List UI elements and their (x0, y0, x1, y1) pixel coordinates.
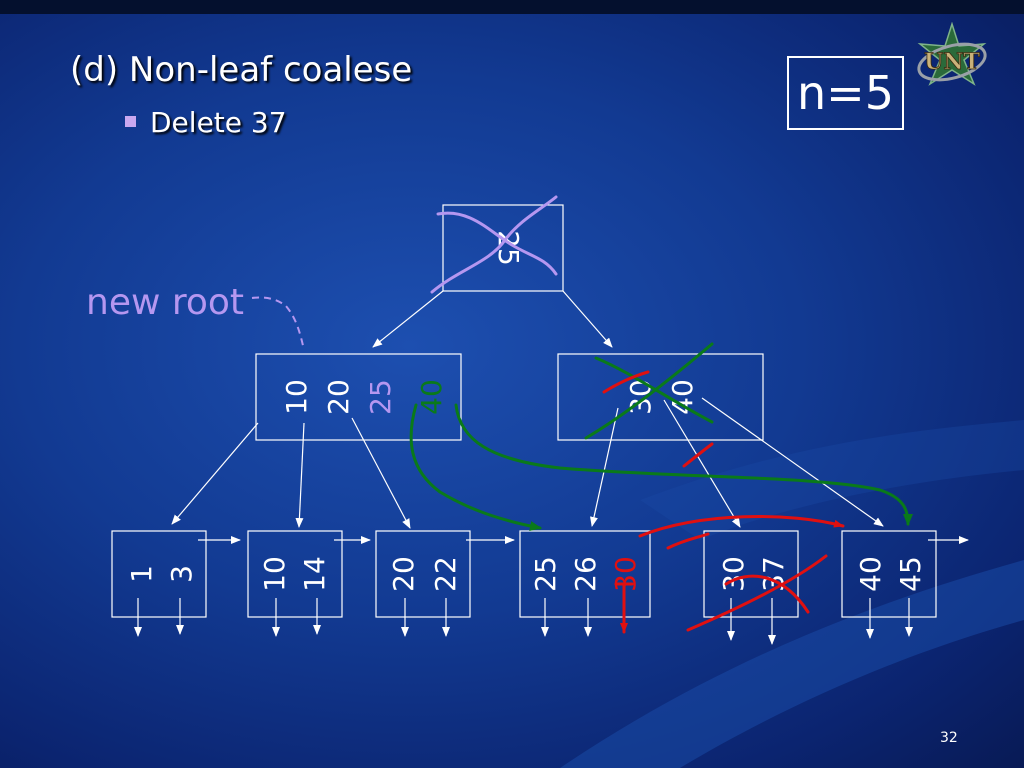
leaf-key: 14 (298, 556, 331, 592)
pointer-arrows (134, 290, 969, 645)
bullet-item: Delete 37 (125, 106, 287, 139)
leaf-node-2 (247, 530, 343, 618)
unt-logo: UNT (917, 22, 987, 86)
internal-left-key: 10 (280, 379, 313, 415)
leaf-key: 20 (387, 556, 420, 592)
green-merge-annotation (409, 342, 913, 531)
leaf-key: 30 (717, 556, 750, 592)
internal-right-key: 40 (666, 379, 699, 415)
leaf-key: 40 (854, 556, 887, 592)
internal-node-left (255, 353, 462, 441)
leaf-node-3 (375, 530, 471, 618)
red-delete-annotation (602, 370, 845, 634)
internal-node-right (557, 353, 764, 441)
leaf-node-1 (111, 530, 207, 618)
bullet-text: Delete 37 (150, 106, 287, 139)
slide-title: (d) Non-leaf coalese (70, 50, 413, 90)
leaf-node-6 (841, 530, 937, 618)
leaf-key: 10 (258, 556, 291, 592)
internal-left-key: 20 (322, 379, 355, 415)
logo-text: UNT (924, 49, 980, 75)
top-bar (0, 0, 1024, 14)
slide-number: 32 (940, 730, 958, 746)
new-root-label: new root (86, 282, 245, 323)
leaf-key: 22 (429, 556, 462, 592)
leaf-key: 45 (894, 556, 927, 592)
leaf-key: 26 (569, 556, 602, 592)
leaf-key: 1 (125, 565, 158, 583)
leaf-key: 25 (529, 556, 562, 592)
internal-left-key-merged: 40 (415, 379, 448, 415)
leaf-key: 3 (165, 565, 198, 583)
bullet-square-icon (125, 115, 136, 127)
leaf-node-4 (519, 530, 651, 618)
purple-cross-annotation (430, 195, 558, 294)
order-label-box: n=5 (787, 56, 904, 130)
root-node (442, 204, 564, 292)
internal-left-key-moved: 25 (364, 379, 397, 415)
new-root-dashed-pointer (251, 296, 305, 351)
